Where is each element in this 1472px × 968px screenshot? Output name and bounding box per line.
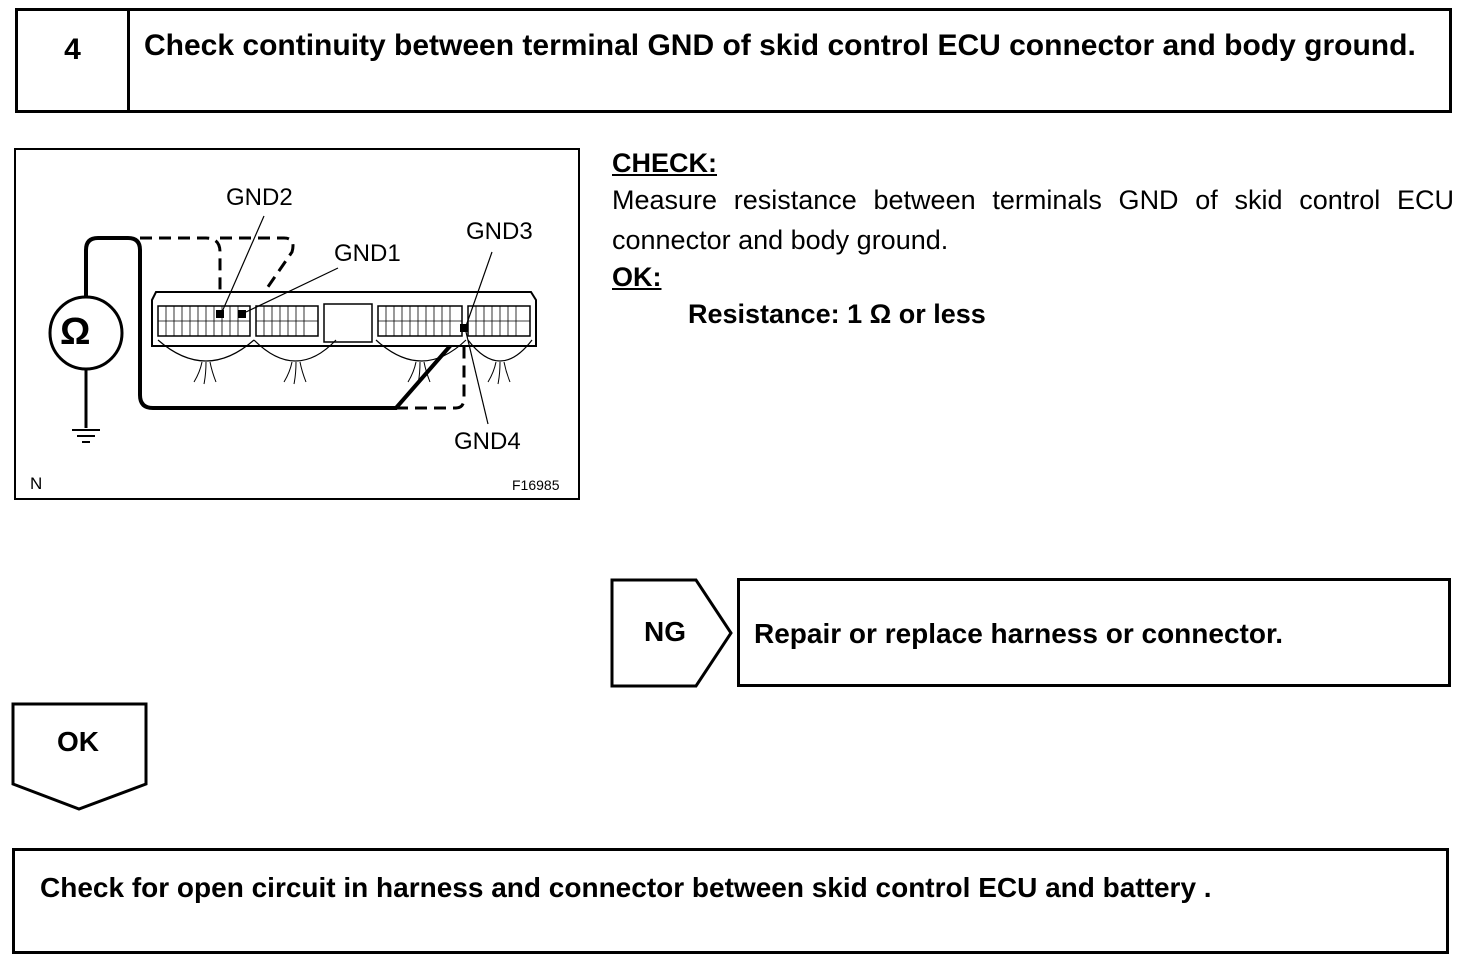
ecu-connector-icon — [151, 291, 537, 385]
ng-label: NG — [644, 616, 686, 647]
next-step-box: Check for open circuit in harness and co… — [12, 848, 1449, 954]
lead-dashed-gnd4 — [396, 330, 466, 410]
ng-tag: NG — [610, 578, 734, 688]
lead-dashed-gnd2 — [140, 236, 222, 310]
check-heading: CHECK: — [612, 148, 717, 178]
ng-action-text: Repair or replace harness or connector. — [754, 618, 1284, 649]
figure-corner-label: N — [30, 474, 43, 493]
ok-arrow-shape — [11, 702, 148, 811]
next-step-text: Check for open circuit in harness and co… — [40, 872, 1212, 903]
ground-symbol-icon — [72, 429, 100, 443]
lead-solid — [84, 236, 466, 410]
wiring-figure: Ω GND2 GND1 GND3 GND4 N F16985 — [14, 148, 580, 500]
ng-arrow-shape — [610, 578, 733, 688]
ng-action-box: Repair or replace harness or connector. — [737, 578, 1451, 687]
ok-tag: OK — [11, 702, 149, 812]
label-gnd3: GND3 — [466, 218, 533, 245]
ok-heading: OK: — [612, 262, 662, 292]
ohm-symbol: Ω — [60, 311, 91, 353]
label-gnd4: GND4 — [454, 428, 521, 455]
lead-dashed-gnd1 — [220, 236, 295, 311]
figure-id: F16985 — [512, 477, 560, 493]
step-header: 4 Check continuity between terminal GND … — [15, 8, 1452, 113]
check-instruction: Measure resistance between terminals GND… — [612, 185, 1454, 255]
check-section: CHECK: Measure resistance between termin… — [612, 146, 1454, 334]
step-number: 4 — [18, 11, 130, 110]
wiring-diagram — [48, 215, 537, 443]
label-gnd1: GND1 — [334, 240, 401, 267]
ok-label: OK — [57, 726, 99, 757]
ohmmeter-icon — [48, 295, 124, 371]
resistance-spec: Resistance: 1 Ω or less — [688, 299, 986, 329]
label-gnd2: GND2 — [226, 184, 293, 211]
step-title: Check continuity between terminal GND of… — [144, 29, 1416, 62]
